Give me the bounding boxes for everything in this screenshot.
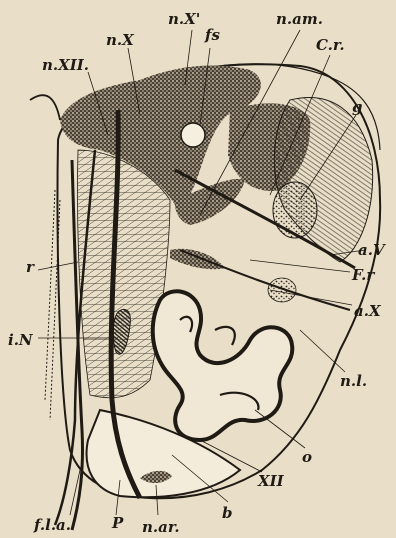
- label-r: r: [26, 258, 35, 276]
- label-n-ar: n.ar.: [142, 518, 180, 536]
- label-n-x: n.X: [106, 31, 135, 49]
- label-xii: XII: [257, 472, 285, 490]
- label-o: o: [302, 448, 312, 466]
- label-n-am: n.am.: [276, 10, 323, 28]
- label-f-l-a: f.l.a.: [33, 516, 71, 534]
- label-n-l: n.l.: [340, 372, 367, 390]
- label-g: g: [352, 98, 363, 116]
- label-n-xii: n.XII.: [42, 56, 89, 74]
- label-i-n: i.N: [8, 331, 34, 349]
- label-fs: fs: [204, 26, 220, 44]
- label-a-v: a.V: [358, 241, 386, 259]
- fasciculus-solitarius: [181, 123, 205, 147]
- nucleus-g: [273, 182, 317, 238]
- label-a-x: a.X: [354, 302, 382, 320]
- olivary-nucleus: [153, 291, 293, 440]
- label-c-r: C.r.: [316, 36, 345, 54]
- label-b: b: [222, 504, 233, 522]
- label-p: P: [111, 514, 124, 532]
- label-f-r: F.r: [351, 266, 375, 284]
- label-n-x-prime: n.X': [168, 10, 200, 28]
